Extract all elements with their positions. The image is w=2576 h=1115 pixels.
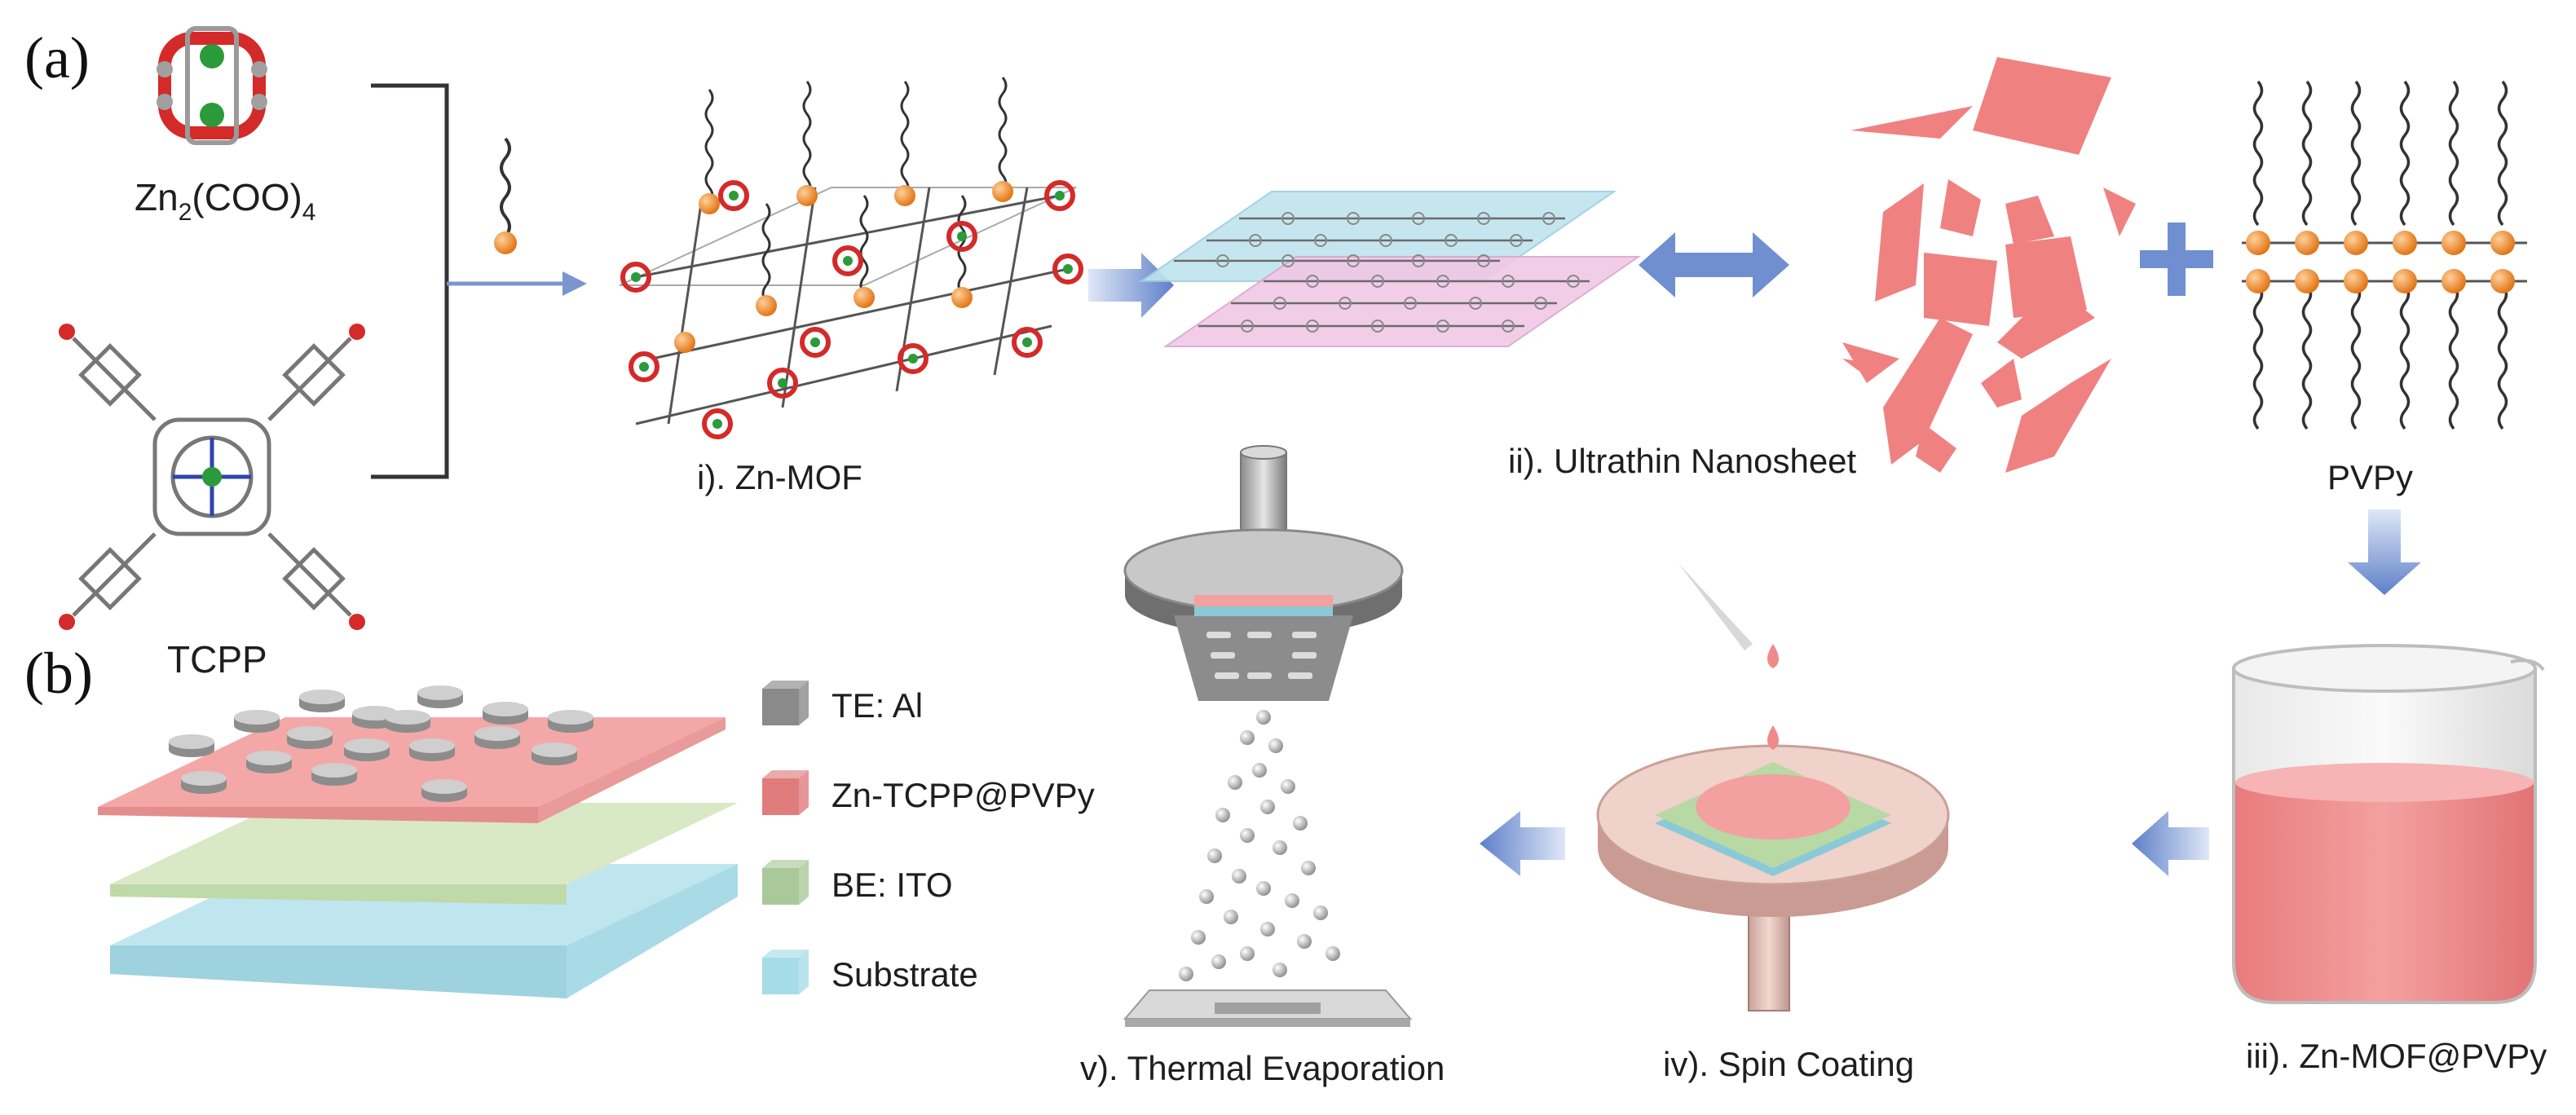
step-iii-label: iii). Zn-MOF@PVPy [2246,1037,2547,1075]
top-electrode-pad [548,710,593,733]
top-electrode-pad [483,702,528,725]
top-electrode-pad [299,690,345,712]
legend-item: TE: Al [762,681,923,725]
top-electrodes [169,685,593,802]
legend-swatch-top [762,950,809,958]
legend-swatch [762,778,799,815]
top-electrode-pad [246,751,292,773]
legend-item: BE: ITO [762,860,953,905]
top-electrode-pad [409,738,455,761]
arrow-to-beaker [2348,509,2421,595]
tcpp-molecule [59,324,365,630]
zn-mof-framework [619,77,1083,439]
step-v-label: v). Thermal Evaporation [1080,1049,1445,1087]
top-electrode-pad [181,771,227,794]
zn-paddlewheel-label: Zn2(COO)4 [135,176,315,226]
top-electrode-pad [417,685,463,708]
legend-swatch-side [799,860,809,905]
legend-label: Substrate [831,955,978,994]
exfoliation-double-arrow [1639,232,1789,297]
top-electrode-pad [532,743,577,765]
legend-swatch [762,958,799,994]
pvpy-label: PVPy [2327,458,2413,496]
evaporated-metal-particles [1179,710,1340,981]
step-ii-label: ii). Ultrathin Nanosheet [1508,442,1857,480]
legend-swatch-side [799,950,809,994]
legend-swatch [762,868,799,905]
pyridine-ligand [494,137,517,254]
top-electrode-pad [344,738,390,761]
evaporation-substrate-stage [1123,989,1413,1027]
plus-icon [2140,223,2213,296]
legend-swatch-top [762,860,809,868]
beaker [2232,644,2545,1004]
stacked-mof-layers [1138,191,1642,347]
legend-item: Substrate [762,950,978,994]
top-electrode-pad [421,779,467,802]
arrow-to-spin-coater [2132,811,2209,876]
step-i-label: i). Zn-MOF [697,458,862,496]
legend-label: Zn-TCPP@PVPy [831,776,1095,814]
legend-swatch-top [762,770,809,778]
substrate-layer [110,864,738,998]
top-electrode-pad [474,726,520,749]
ito-layer [110,803,738,905]
top-electrode-pad [311,763,357,786]
top-electrode-pad [234,710,280,733]
spin-coater [1596,744,1950,1011]
arrow-to-evaporation [1480,811,1565,876]
active-layer [98,717,726,823]
panel-label-b: (b) [24,641,93,706]
arrow-to-layers [1088,253,1174,318]
legend-swatch-side [799,681,809,725]
legend-swatch-side [799,770,809,815]
legend-item: Zn-TCPP@PVPy [762,770,1095,815]
pvpy-polymer [2242,80,2527,430]
legend-label: BE: ITO [831,866,953,904]
precursor-droplets [1678,562,1779,750]
top-electrode-pad [287,726,333,749]
ultrathin-nanosheets [1842,57,2136,473]
step-iv-label: iv). Spin Coating [1663,1045,1914,1083]
top-electrode-pad [169,734,214,757]
combination-bracket [371,83,562,479]
device-stack [98,685,738,998]
top-electrode-pad [385,710,430,733]
thermal-evaporator [1123,445,1404,701]
legend-swatch-top [762,681,809,689]
ligand-arrow-head [562,271,587,296]
legend-label: TE: Al [831,686,923,725]
zn-paddlewheel-structure [157,26,267,145]
tcpp-label: TCPP [167,638,267,681]
panel-label-a: (a) [24,25,90,90]
legend-swatch [762,689,799,725]
